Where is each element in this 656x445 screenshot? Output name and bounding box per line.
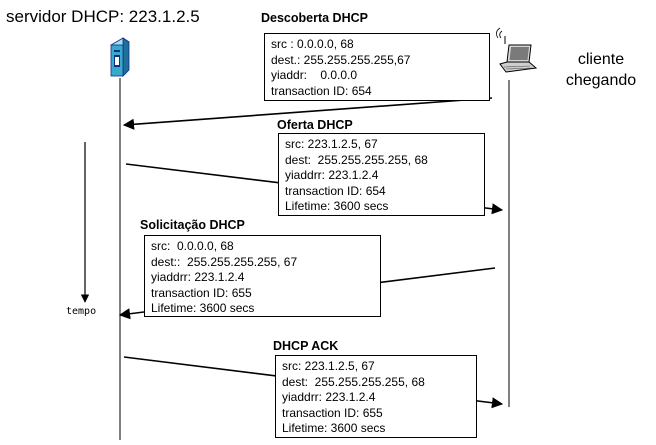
message-field: yiaddrr: 223.1.2.4 bbox=[282, 390, 376, 404]
message-field: yiaddr: 0.0.0.0 bbox=[271, 68, 358, 82]
message-field: src: 223.1.2.5, 67 bbox=[282, 359, 375, 373]
message-field: transaction ID: 655 bbox=[282, 405, 383, 420]
discover-title: Descoberta DHCP bbox=[261, 11, 368, 25]
message-field: Lifetime: 3600 secs bbox=[151, 301, 255, 315]
time-axis-label: tempo bbox=[66, 306, 97, 317]
message-field: transaction ID: 654 bbox=[271, 83, 372, 98]
message-field: src: 0.0.0.0, 68 bbox=[151, 239, 234, 253]
request-message-box: src: 0.0.0.0, 68 dest:: 255.255.255.255,… bbox=[144, 235, 381, 317]
client-label-line-2: chegando bbox=[565, 72, 637, 89]
message-field: dest: 255.255.255.255, 68 bbox=[282, 374, 425, 389]
message-field: Lifetime: 3600 secs bbox=[282, 421, 386, 435]
message-field: transaction ID: 655 bbox=[151, 285, 252, 300]
request-title: Solicitação DHCP bbox=[140, 218, 245, 232]
message-field: Lifetime: 3600 secs bbox=[285, 199, 389, 213]
message-field: dest: 255.255.255.255, 68 bbox=[285, 152, 428, 167]
ack-message-box: src: 223.1.2.5, 67 dest: 255.255.255.255… bbox=[275, 355, 477, 438]
message-field: yiaddrr: 223.1.2.4 bbox=[151, 270, 245, 284]
discover-message-box: src : 0.0.0.0, 68 dest.: 255.255.255.255… bbox=[264, 33, 490, 101]
discover-arrow bbox=[122, 97, 493, 130]
ack-title: DHCP ACK bbox=[273, 339, 339, 353]
client-label-line-1: cliente bbox=[577, 51, 625, 68]
message-field: transaction ID: 654 bbox=[285, 183, 386, 198]
message-field: dest:: 255.255.255.255, 67 bbox=[151, 254, 298, 269]
message-field: src : 0.0.0.0, 68 bbox=[271, 37, 354, 51]
message-field: src: 223.1.2.5, 67 bbox=[285, 137, 378, 151]
message-field: dest.: 255.255.255.255,67 bbox=[271, 52, 411, 67]
server-label: servidor DHCP: 223.1.2.5 bbox=[6, 7, 200, 26]
offer-message-box: src: 223.1.2.5, 67 dest: 255.255.255.255… bbox=[278, 133, 485, 216]
server-tower-icon bbox=[110, 37, 130, 77]
laptop-wireless-icon bbox=[496, 27, 538, 73]
message-field: yiaddrr: 223.1.2.4 bbox=[285, 168, 379, 182]
client-label: cliente chegando bbox=[561, 49, 641, 91]
offer-title: Oferta DHCP bbox=[277, 118, 353, 132]
